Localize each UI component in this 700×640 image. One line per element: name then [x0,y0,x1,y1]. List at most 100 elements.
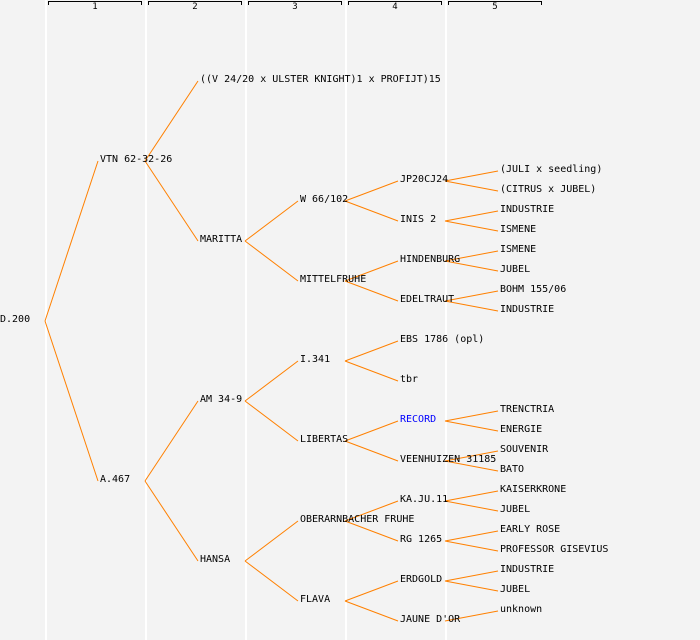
ancestor-gen3: W 66/102 [300,194,349,205]
parent-connector [44,160,99,322]
parent-connector [344,600,399,622]
parent-connector [144,400,199,482]
ancestor-gen3: LIBERTAS [300,434,349,445]
ancestor-gen2: ((V 24/20 x ULSTER KNIGHT)1 x PROFIJT)15 [200,74,441,85]
parent-connector [444,290,499,302]
ancestor-gen4: EBS 1786 (opl) [400,334,485,345]
ancestor-gen4: KA.JU.11 [400,494,449,505]
parent-connector [344,200,399,222]
parent-connector [444,540,499,552]
ancestor-gen1: VTN 62-32-26 [100,154,173,165]
ancestor-gen4: tbr [400,374,419,385]
parent-connector [444,580,499,592]
generation-bracket [448,1,542,5]
column-separator [445,0,447,640]
parent-connector [444,170,499,182]
parent-connector [344,420,399,442]
parent-connector [444,220,499,232]
parent-connector [444,490,499,502]
parent-connector [444,300,499,312]
ancestor-gen4: HINDENBURG [400,254,461,265]
parent-connector [344,260,399,282]
parent-connector [444,610,499,622]
parent-connector [244,520,299,562]
ancestor-gen5: (JULI x seedling) [500,164,603,175]
parent-connector [344,280,399,302]
ancestor-gen5: BOHM 155/06 [500,284,567,295]
column-separator [345,0,347,640]
ancestor-gen3: OBERARNBACHER FRUHE [300,514,415,525]
ancestor-gen5: INDUSTRIE [500,304,555,315]
parent-connector [444,450,499,462]
parent-connector [444,460,499,472]
ancestor-gen5: TRENCTRIA [500,404,555,415]
column-separator [145,0,147,640]
ancestor-gen5: INDUSTRIE [500,204,555,215]
parent-connector [344,340,399,362]
generation-label: 1 [92,2,98,12]
ancestor-gen4: RG 1265 [400,534,443,545]
parent-connector [344,180,399,202]
parent-connector [244,400,299,442]
parent-connector [344,440,399,462]
parent-connector [344,500,399,522]
ancestor-gen5: INDUSTRIE [500,564,555,575]
ancestor-gen5: JUBEL [500,504,531,515]
ancestor-gen3: I.341 [300,354,331,365]
ancestor-gen5: (CITRUS x JUBEL) [500,184,597,195]
ancestor-gen5: ENERGIE [500,424,543,435]
root-cultivar: D.200 [0,314,31,325]
ancestor-gen4: JAUNE D'OR [400,614,461,625]
parent-connector [444,210,499,222]
ancestor-gen5: EARLY ROSE [500,524,561,535]
parent-connector [444,570,499,582]
generation-bracket [48,1,142,5]
ancestor-gen4[interactable]: RECORD [400,414,437,425]
parent-connector [144,160,199,242]
ancestor-gen5: ISMENE [500,224,537,235]
generation-bracket [348,1,442,5]
ancestor-gen2: MARITTA [200,234,243,245]
ancestor-gen4: EDELTRAUT [400,294,455,305]
parent-connector [244,200,299,242]
generation-bracket [248,1,342,5]
parent-connector [444,250,499,262]
parent-connector [444,260,499,272]
parent-connector [444,500,499,512]
parent-connector [144,80,199,162]
parent-connector [444,180,499,192]
parent-connector [344,520,399,542]
ancestor-gen3: MITTELFRUHE [300,274,367,285]
parent-connector [444,410,499,422]
generation-label: 3 [292,2,298,12]
ancestor-gen5: JUBEL [500,584,531,595]
ancestor-gen5: KAISERKRONE [500,484,567,495]
parent-connector [44,320,99,482]
ancestor-gen2: HANSA [200,554,231,565]
ancestor-gen4: VEENHUIZEN 31185 [400,454,497,465]
parent-connector [244,360,299,402]
parent-connector [344,580,399,602]
ancestor-gen1: A.467 [100,474,131,485]
parent-connector [344,360,399,382]
parent-connector [244,560,299,602]
ancestor-gen5: BATO [500,464,525,475]
parent-connector [444,420,499,432]
parent-connector [444,530,499,542]
ancestor-gen2: AM 34-9 [200,394,243,405]
ancestor-gen5: unknown [500,604,543,615]
ancestor-gen5: PROFESSOR GISEVIUS [500,544,609,555]
ancestor-gen4: JP20CJ24 [400,174,449,185]
generation-bracket [148,1,242,5]
parent-connector [144,480,199,562]
ancestor-gen3: FLAVA [300,594,331,605]
column-separator [245,0,247,640]
parent-connector [244,240,299,282]
generation-label: 2 [192,2,198,12]
generation-label: 5 [492,2,498,12]
ancestor-gen4: INIS 2 [400,214,437,225]
ancestor-gen5: SOUVENIR [500,444,549,455]
ancestor-gen5: ISMENE [500,244,537,255]
generation-label: 4 [392,2,398,12]
